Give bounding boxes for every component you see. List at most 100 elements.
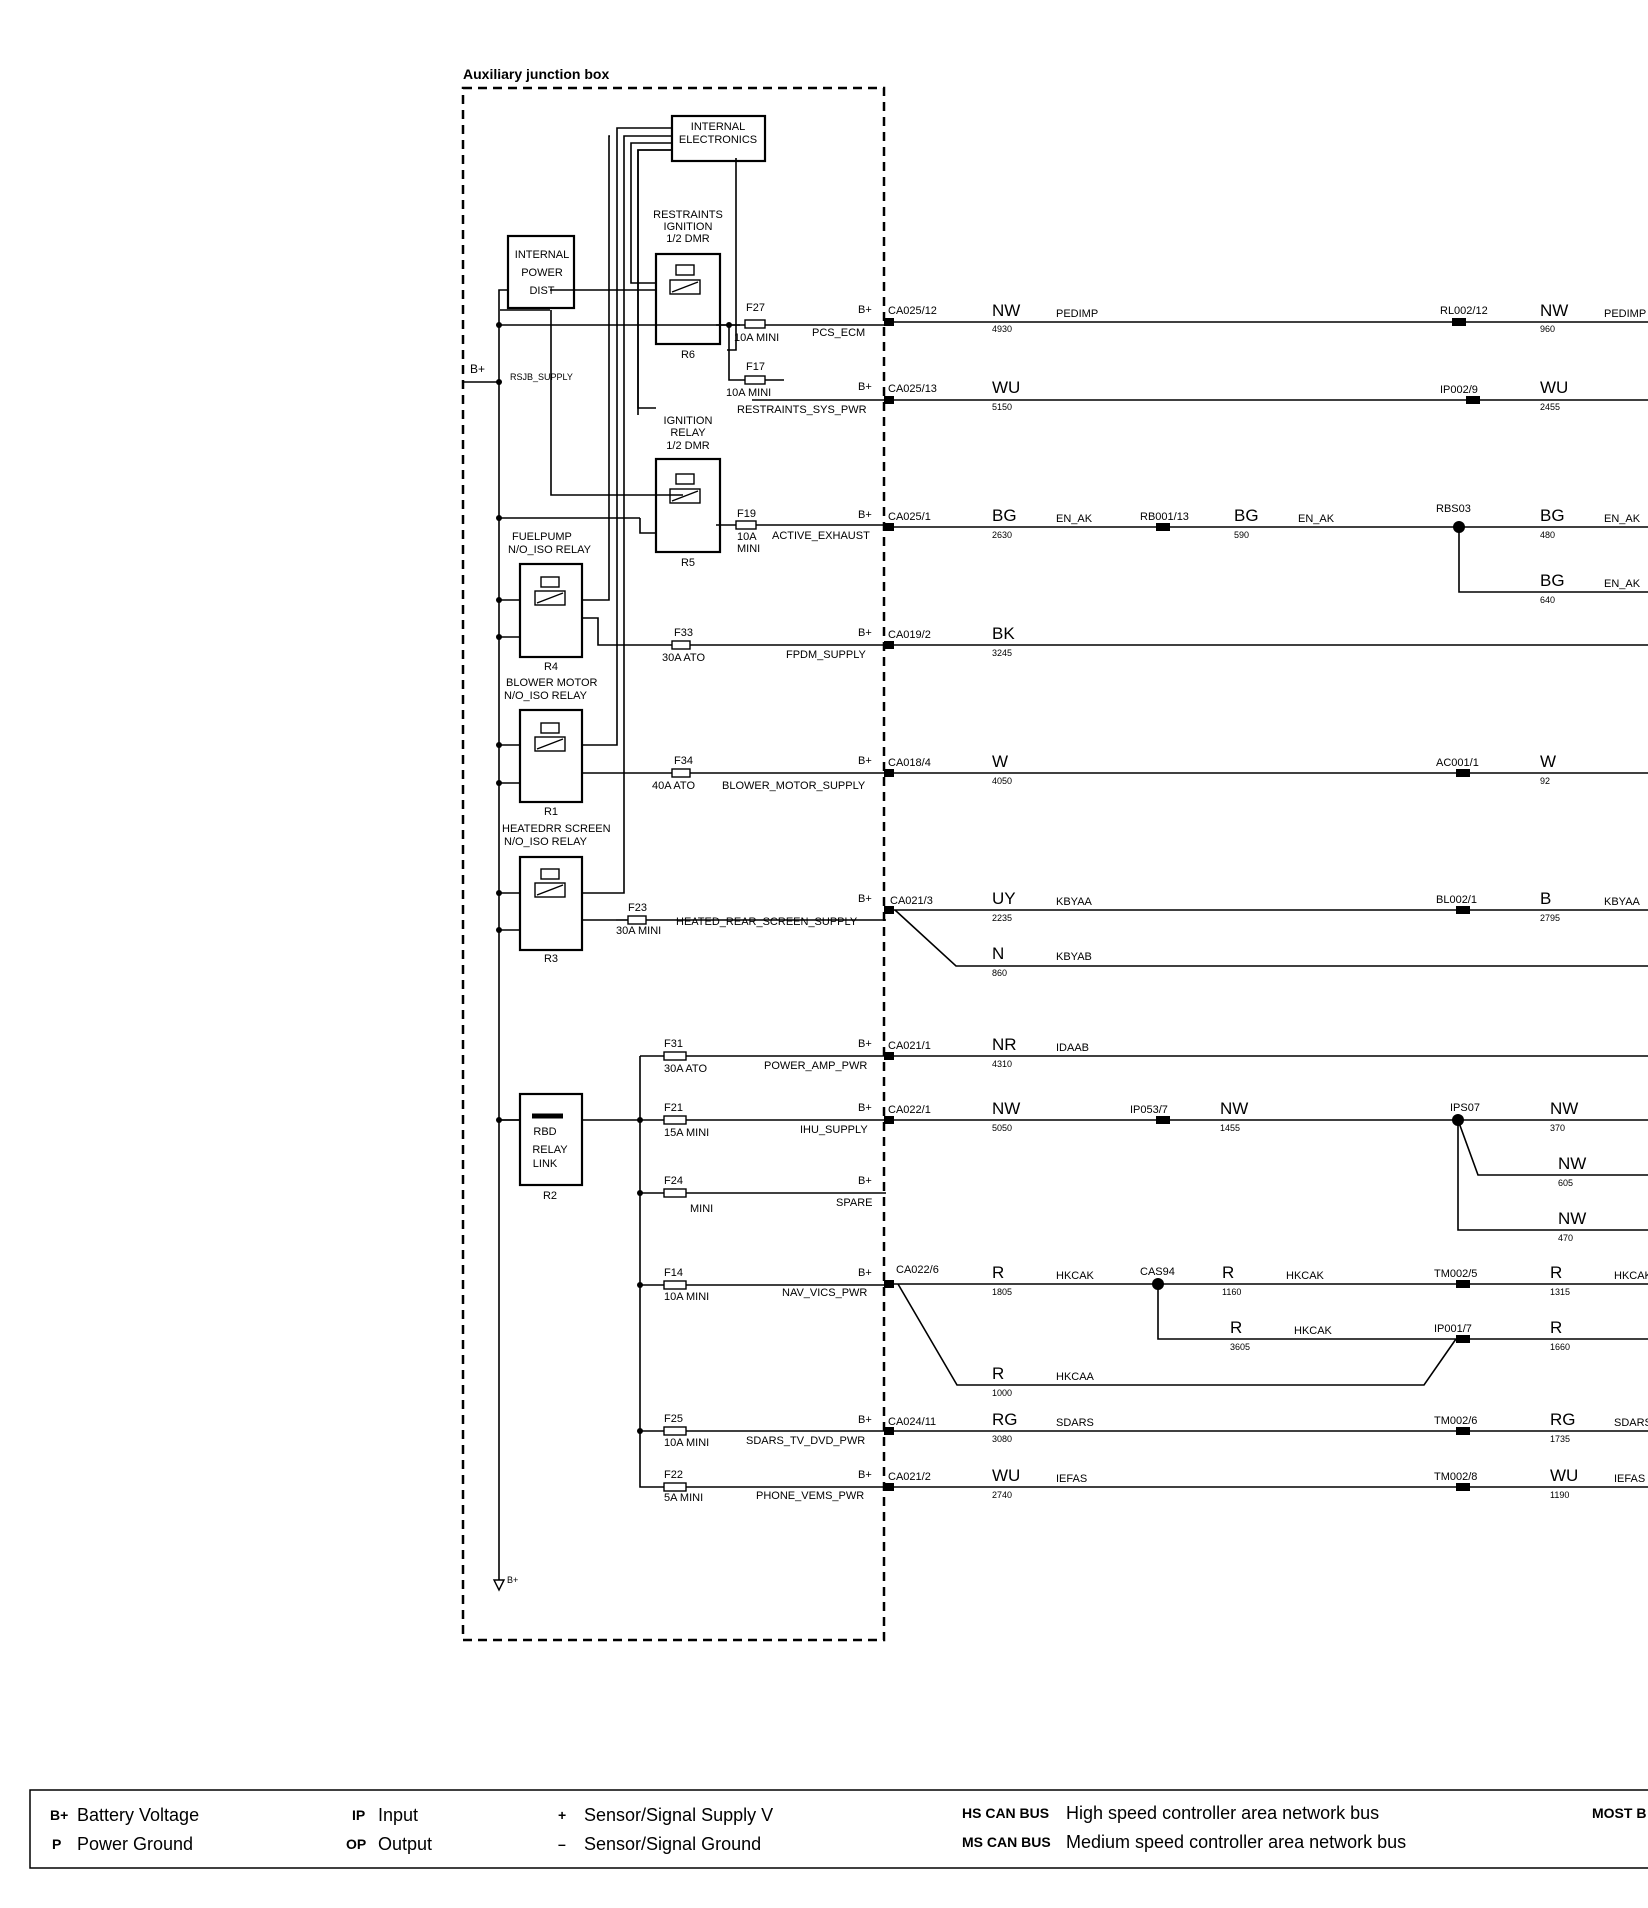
fuse-f24: F24 (664, 1175, 683, 1187)
wire-num-3080: 3080 (992, 1434, 1012, 1444)
wire-num-92: 92 (1540, 776, 1550, 786)
rbd-box (518, 1092, 584, 1187)
relay-r4-label-1: FUELPUMP (512, 531, 572, 543)
internal-electronics-box (670, 114, 767, 163)
relay-r6-label-3: 1/2 DMR (666, 233, 709, 245)
relay-r6-label-2: IGNITION (664, 221, 713, 233)
fuse-f14-rating: 10A MINI (664, 1291, 709, 1303)
wire-nw-370: NW (1550, 1099, 1578, 1118)
relay-r1-label-2: N/O_ISO RELAY (504, 690, 588, 702)
internal-electronics-label-2: ELECTRONICS (679, 134, 757, 146)
wire-num-1160: 1160 (1222, 1287, 1241, 1297)
relay-r5-id: R5 (681, 557, 695, 569)
term-f33: B+ (858, 627, 872, 639)
wire-nr: NR (992, 1035, 1017, 1054)
wire-num-1735: 1735 (1550, 1434, 1570, 1444)
term-f31: B+ (858, 1038, 872, 1050)
legend-text-hs-can: High speed controller area network bus (1066, 1803, 1379, 1823)
connector-marks (496, 318, 1480, 1491)
diagram-title: Auxiliary junction box (463, 66, 609, 82)
internal-power-box (506, 234, 576, 310)
ground-arrow-icon (492, 1579, 506, 1592)
wire-nw-mid: NW (1220, 1099, 1248, 1118)
fuse-f27-rating: 10A MINI (734, 332, 779, 344)
supply-restraints: RESTRAINTS_SYS_PWR (737, 404, 867, 416)
legend-text-output: Output (378, 1834, 432, 1854)
relay-r6-box (654, 252, 722, 346)
sig-sdars-1: SDARS (1056, 1417, 1094, 1429)
legend-code-most: MOST B (1592, 1805, 1646, 1821)
term-f27: B+ (858, 304, 872, 316)
sig-iefas-2: IEFAS (1614, 1473, 1645, 1485)
wire-rg-1: RG (992, 1410, 1018, 1429)
conn-tm002-5: TM002/5 (1434, 1268, 1477, 1280)
wire-num-1000: 1000 (992, 1388, 1012, 1398)
legend-code-ip: IP (352, 1807, 365, 1823)
conn-bl002-1: BL002/1 (1436, 894, 1477, 906)
wire-bg-1: BG (992, 506, 1017, 525)
conn-ca025-13: CA025/13 (888, 383, 937, 395)
relay-r6-id: R6 (681, 349, 695, 361)
legend-text-sig-ground: Sensor/Signal Ground (584, 1834, 761, 1854)
wire-nw-470: NW (1558, 1209, 1586, 1228)
fuse-f33-rating: 30A ATO (662, 652, 705, 664)
wire-rg-far: RG (1550, 1410, 1576, 1429)
relay-r1-label-1: BLOWER MOTOR (506, 677, 598, 689)
relay-symbols (532, 264, 701, 1119)
legend-code-minus: – (558, 1836, 566, 1852)
bplus-label: B+ (470, 362, 485, 376)
wire-num-640: 640 (1540, 595, 1555, 605)
wire-num-2455: 2455 (1540, 402, 1560, 412)
fuse-f19-rating2: MINI (737, 543, 760, 555)
wire-nw-far: NW (1540, 301, 1568, 320)
wire-bk: BK (992, 624, 1015, 643)
fuse-f23: F23 (628, 902, 647, 914)
rbd-label-2: RELAY (532, 1144, 568, 1156)
conn-ip002-9: IP002/9 (1440, 384, 1478, 396)
legend-code-bplus: B+ (50, 1807, 68, 1823)
sig-en-ak-3: EN_AK (1604, 513, 1641, 525)
wire-num-2630: 2630 (992, 530, 1012, 540)
supply-fpdm: FPDM_SUPPLY (786, 649, 867, 661)
relay-r5-box (654, 457, 722, 554)
sig-kbyab: KBYAB (1056, 951, 1092, 963)
wire-r-c: R (992, 1364, 1004, 1383)
splice-cas94: CAS94 (1140, 1266, 1175, 1278)
wire-num-4310: 4310 (992, 1059, 1012, 1069)
conn-ip001-7: IP001/7 (1434, 1323, 1472, 1335)
legend-text-ground: Power Ground (77, 1834, 193, 1854)
term-f23: B+ (858, 893, 872, 905)
sig-hkcaa: HKCAA (1056, 1371, 1095, 1383)
sig-hkcak-3: HKCAK (1614, 1270, 1648, 1282)
fuse-f21-rating: 15A MINI (664, 1127, 709, 1139)
wire-r-1: R (992, 1263, 1004, 1282)
wire-num-1455: 1455 (1220, 1123, 1240, 1133)
wire-num-605: 605 (1558, 1178, 1573, 1188)
wire-w-1: W (992, 752, 1008, 771)
conn-tm002-8: TM002/8 (1434, 1471, 1477, 1483)
term-f17: B+ (858, 381, 872, 393)
wire-num-590: 590 (1234, 530, 1249, 540)
relay-r4-label-2: N/O_ISO RELAY (508, 544, 592, 556)
wire-bg-mid: BG (1234, 506, 1259, 525)
term-f21: B+ (858, 1102, 872, 1114)
fuse-f17-rating: 10A MINI (726, 387, 771, 399)
relay-r3-id: R3 (544, 953, 558, 965)
sig-pedimp-1: PEDIMP (1056, 308, 1098, 320)
supply-nav-vics: NAV_VICS_PWR (782, 1287, 867, 1299)
wire-b: B (1540, 889, 1551, 908)
circuit-labels: F27 10A MINI PCS_ECM B+ CA025/12 F17 10A… (616, 302, 939, 1504)
conn-ca022-6: CA022/6 (896, 1264, 939, 1276)
internal-power-label-2: POWER (521, 267, 563, 279)
fuse-f25-rating: 10A MINI (664, 1437, 709, 1449)
wire-r-b-far: R (1550, 1318, 1562, 1337)
conn-ca024-11: CA024/11 (888, 1416, 936, 1428)
wire-bg-far2: BG (1540, 571, 1565, 590)
sig-hkcak-4: HKCAK (1294, 1325, 1333, 1337)
junction-box-outline (461, 86, 886, 1642)
wire-nw-ihu: NW (992, 1099, 1020, 1118)
conn-rb001-13: RB001/13 (1140, 511, 1189, 523)
wire-wu-far-2: WU (1550, 1466, 1578, 1485)
sig-iefas-1: IEFAS (1056, 1473, 1087, 1485)
